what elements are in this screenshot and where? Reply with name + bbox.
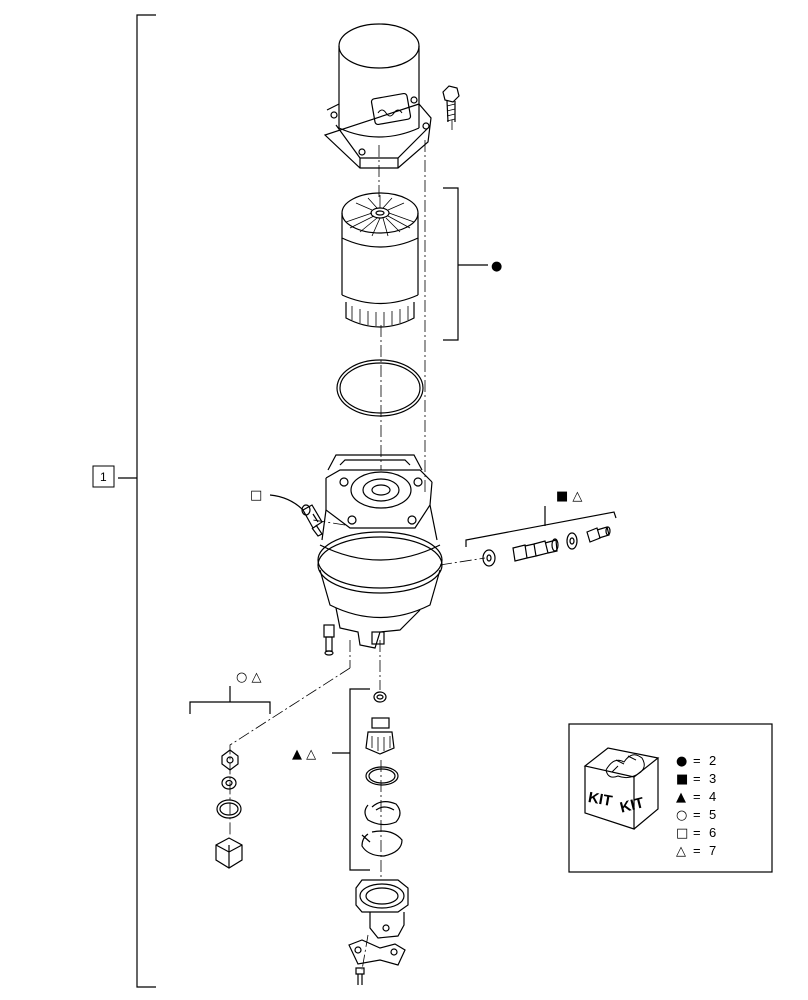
kit-legend-number: 7 (709, 843, 716, 858)
kit-legend-equals: = (693, 807, 701, 822)
sensor-leader (269, 494, 304, 511)
sensor[interactable] (301, 504, 323, 537)
fitting-washer-1[interactable] (482, 549, 496, 567)
center-small-o-ring[interactable] (373, 691, 387, 703)
kit-legend-row: ■ = 3 (676, 771, 716, 787)
kit-legend-equals: = (693, 825, 701, 840)
center-snap-ring-1[interactable] (364, 801, 401, 826)
kit-box-icon (583, 747, 660, 830)
center-fitting-bracket (332, 688, 370, 871)
kit-legend-equals: = (693, 843, 701, 858)
left-check-valve[interactable] (221, 749, 239, 771)
kit-legend: ● = 2 ■ = 3 ▲ = 4 ○ = 5 □ = 6 △ = 7 (676, 753, 716, 859)
filter-head[interactable] (317, 454, 443, 649)
left-fitting-bracket (189, 686, 271, 714)
kit-legend-row: □ = 6 (676, 825, 716, 841)
fitting-banjo-bolt[interactable] (586, 526, 611, 543)
left-o-ring[interactable] (216, 799, 242, 819)
kit-legend-row: ○ = 5 (676, 807, 716, 823)
cover-bolt[interactable] (442, 85, 460, 123)
kit-legend-row: ▲ = 4 (676, 789, 716, 805)
mounting-screw[interactable] (355, 967, 365, 985)
fitting-union[interactable] (512, 538, 559, 562)
mounting-plate[interactable] (348, 939, 406, 966)
kit-legend-equals: = (693, 753, 701, 768)
kit-legend-number: 6 (709, 825, 716, 840)
pipe-fitting-bracket (465, 506, 617, 547)
mounting-bracket[interactable] (355, 879, 409, 939)
center-valve[interactable] (365, 717, 395, 755)
kit-legend-symbol: ▲ (676, 790, 686, 805)
kit-legend-equals: = (693, 789, 701, 804)
kit-box-text-2: KIT (618, 794, 646, 816)
left-fitting-kit-symbol: ○ △ (236, 670, 261, 685)
large-o-ring[interactable] (336, 359, 424, 417)
kit-legend-number: 5 (709, 807, 716, 822)
sensor-kit-symbol: □ (250, 488, 262, 503)
left-small-o-ring[interactable] (221, 776, 237, 790)
filter-cover[interactable] (323, 23, 432, 169)
kit-legend-row: ● = 2 (676, 753, 716, 769)
kit-legend-row: △ = 7 (676, 843, 716, 859)
kit-legend-symbol: ○ (676, 808, 687, 823)
kit-legend-number: 3 (709, 771, 716, 786)
center-axis-lines (229, 120, 486, 971)
assembly-callout[interactable] (92, 465, 115, 488)
kit-legend-number: 2 (709, 753, 716, 768)
kit-legend-symbol: △ (676, 844, 686, 859)
left-hex-nut[interactable] (215, 837, 243, 869)
assembly-bracket (118, 14, 156, 988)
bleed-fitting[interactable] (323, 624, 335, 656)
filter-element-kit-symbol: ● (491, 259, 502, 274)
center-fitting-kit-symbol: ▲ △ (292, 747, 316, 762)
filter-element-bracket (443, 187, 488, 341)
kit-legend-equals: = (693, 771, 701, 786)
kit-legend-box (568, 723, 773, 873)
kit-box-text-1: KIT (587, 789, 614, 810)
kit-legend-number: 4 (709, 789, 716, 804)
filter-element[interactable] (341, 192, 419, 328)
center-o-ring[interactable] (365, 766, 399, 786)
kit-legend-symbol: ■ (676, 772, 688, 787)
center-snap-ring-2[interactable] (361, 830, 403, 857)
fitting-washer-2[interactable] (566, 532, 578, 550)
brand-logo-icon (370, 92, 418, 126)
kit-legend-symbol: □ (676, 826, 688, 841)
kit-legend-symbol: ● (676, 754, 687, 769)
pipe-fitting-kit-symbol: ■ △ (556, 489, 582, 504)
assembly-callout-text: 1 (100, 470, 107, 484)
